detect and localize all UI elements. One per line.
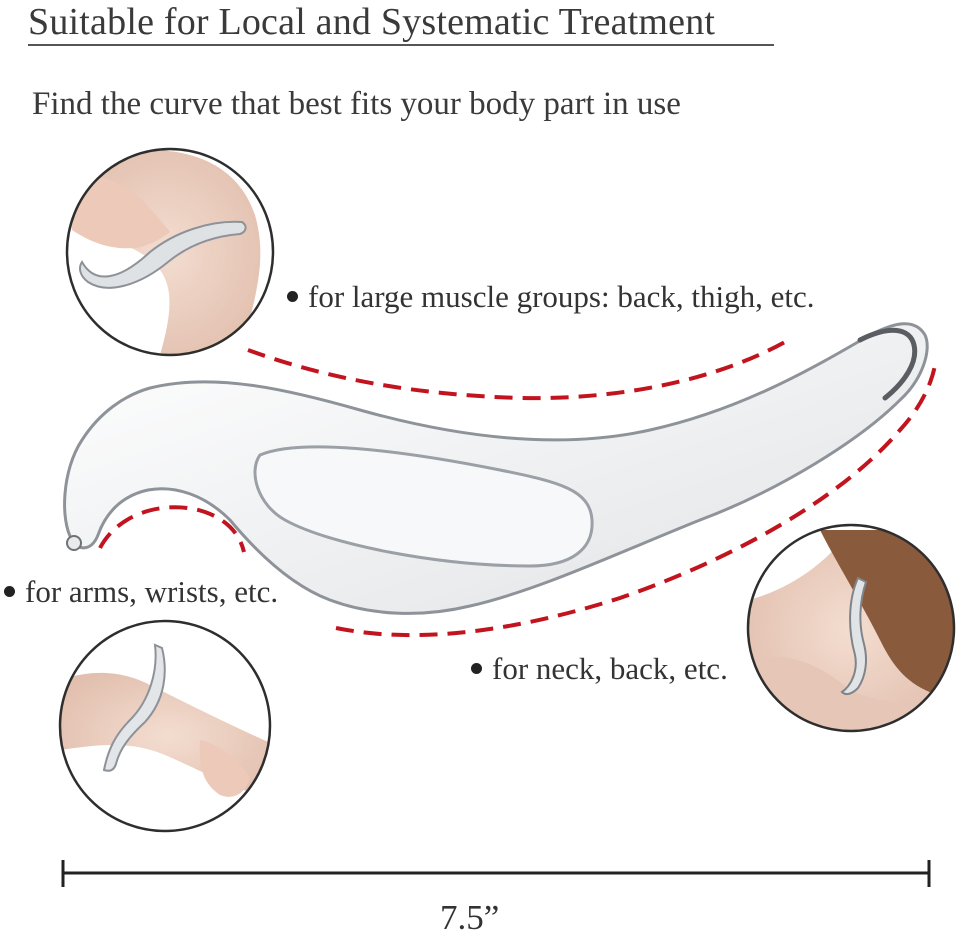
callout-arms: for arms, wrists, etc. xyxy=(4,574,278,610)
callout-neck-text: for neck, back, etc. xyxy=(492,651,728,686)
curve-guide-top xyxy=(247,336,794,401)
page-subtitle: Find the curve that best fits your body … xyxy=(32,86,681,122)
callout-neck: for neck, back, etc. xyxy=(471,651,728,687)
curve-guide-right xyxy=(335,359,938,638)
neck-usage-photo xyxy=(746,523,956,733)
bullet-icon xyxy=(287,291,298,303)
curve-guide-left xyxy=(98,505,246,553)
dimension-label: 7.5” xyxy=(440,898,500,937)
curve-guides xyxy=(98,336,938,638)
title-underline xyxy=(28,44,774,46)
callout-large-muscle-text: for large muscle groups: back, thigh, et… xyxy=(308,279,815,314)
bullet-icon xyxy=(4,586,15,598)
knee-usage-photo xyxy=(65,147,275,357)
page-title: Suitable for Local and Systematic Treatm… xyxy=(28,1,716,43)
callout-arms-text: for arms, wrists, etc. xyxy=(25,574,279,609)
gua-sha-tool xyxy=(63,322,929,615)
callout-large-muscle: for large muscle groups: back, thigh, et… xyxy=(287,279,814,315)
bullet-icon xyxy=(471,663,482,675)
dimension-bar xyxy=(61,860,931,887)
wrist-usage-photo xyxy=(58,619,272,833)
